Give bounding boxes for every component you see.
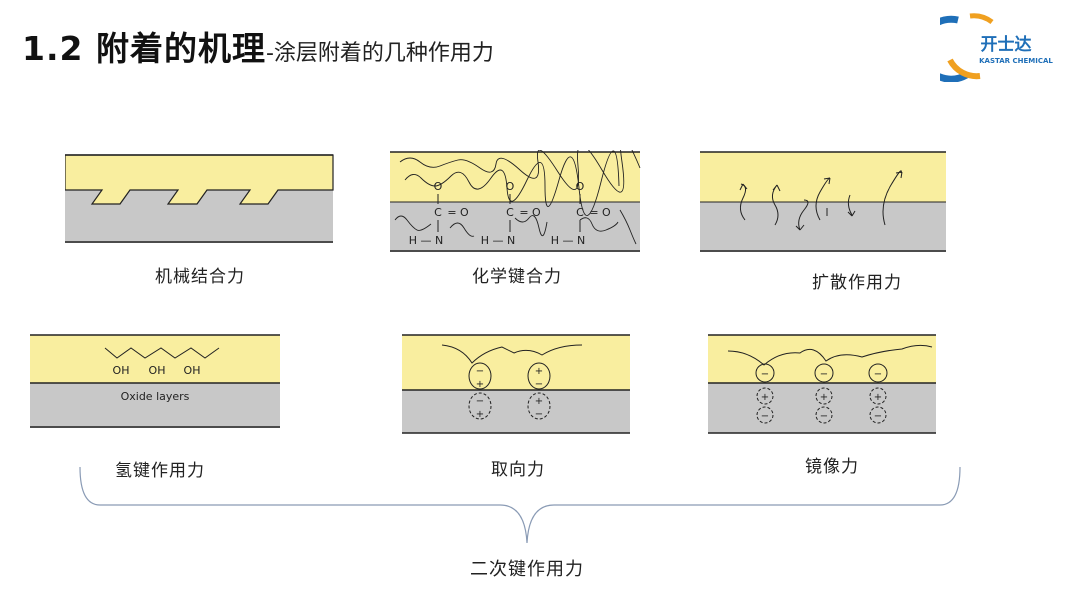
logo-text: 开士达 <box>981 34 1032 55</box>
logo-arc-blue-icon <box>940 15 970 82</box>
svg-text:= O: = O <box>519 206 541 219</box>
title-main: 1.2 附着的机理 <box>22 29 266 68</box>
image-charge-set: − + − <box>755 363 775 424</box>
image-charge-set: − + − <box>814 363 834 424</box>
coating-layer <box>402 335 630 390</box>
svg-text:−: − <box>535 379 543 390</box>
substrate-layer <box>700 202 946 252</box>
svg-text:= O: = O <box>447 206 469 219</box>
polymer-chain <box>104 347 220 359</box>
substrate-layer <box>708 383 936 433</box>
dipole-pair: + − + − <box>527 362 551 420</box>
hydrogen-bond-diagram: OH OH OH Oxide layers <box>30 334 280 428</box>
bond-group: O C = O H — N <box>551 180 611 247</box>
polymer-chain <box>727 344 933 366</box>
svg-text:H — N: H — N <box>409 234 444 247</box>
svg-text:−: − <box>874 411 882 422</box>
svg-text:H — N: H — N <box>551 234 586 247</box>
orientation-force-diagram: − + − + + − + − <box>402 334 630 434</box>
polymer-chain <box>441 344 583 364</box>
svg-text:−: − <box>874 369 882 380</box>
svg-text:= O: = O <box>589 206 611 219</box>
image-charge-set: − + − <box>868 363 888 424</box>
caption-hydrogen: 氢键作用力 <box>115 461 205 481</box>
svg-text:H — N: H — N <box>481 234 516 247</box>
svg-text:O: O <box>506 180 515 193</box>
substrate-layer <box>402 390 630 433</box>
svg-text:+: + <box>476 379 484 390</box>
svg-text:+: + <box>761 392 769 403</box>
svg-text:O: O <box>576 180 585 193</box>
svg-text:−: − <box>820 369 828 380</box>
grouping-brace-icon <box>79 466 961 544</box>
svg-text:−: − <box>761 411 769 422</box>
substrate-chain <box>394 209 637 245</box>
caption-secondary-bonds: 二次键作用力 <box>470 559 584 580</box>
svg-text:−: − <box>761 369 769 380</box>
svg-text:−: − <box>476 366 484 377</box>
oh-label: OH <box>113 364 130 377</box>
substrate-layer <box>390 202 640 252</box>
svg-text:C: C <box>576 206 584 219</box>
logo-arc-orange-top-icon <box>969 13 994 25</box>
title-subtitle: -涂层附着的几种作用力 <box>265 41 494 66</box>
polymer-chain <box>404 150 620 216</box>
dipole-pair: − + − + <box>468 362 492 420</box>
polymer-chain <box>399 150 641 193</box>
coating-layer <box>700 152 946 202</box>
svg-text:C: C <box>434 206 442 219</box>
caption-mechanical: 机械结合力 <box>155 267 245 287</box>
svg-text:+: + <box>476 409 484 420</box>
diffusion-arrows-icon <box>739 170 903 231</box>
bond-group: O C = O H — N <box>481 180 541 247</box>
mechanical-diagram <box>65 154 334 243</box>
svg-text:+: + <box>820 392 828 403</box>
coating-layer <box>65 154 334 205</box>
caption-chemical: 化学键合力 <box>472 267 562 287</box>
coating-layer <box>708 335 936 383</box>
oh-label: OH <box>184 364 201 377</box>
image-force-diagram: − + − − + − − + − <box>708 334 936 434</box>
oxide-layers-label: Oxide layers <box>121 390 190 403</box>
chemical-bond-diagram: O C = O H — N O C = O H — N O C = O H — … <box>390 150 641 252</box>
logo-arc-orange-icon <box>947 58 981 80</box>
oh-label: OH <box>149 364 166 377</box>
svg-text:+: + <box>535 396 543 407</box>
svg-text:−: − <box>476 396 484 407</box>
svg-text:−: − <box>535 409 543 420</box>
svg-text:−: − <box>820 411 828 422</box>
svg-text:C: C <box>506 206 514 219</box>
coating-layer <box>30 335 280 383</box>
caption-orientation: 取向力 <box>491 460 545 480</box>
logo-subtext: KASTAR CHEMICAL <box>979 57 1053 65</box>
substrate-layer <box>30 383 280 428</box>
caption-diffusion: 扩散作用力 <box>812 273 902 293</box>
svg-text:+: + <box>874 392 882 403</box>
svg-text:O: O <box>434 180 443 193</box>
slide-title: 1.2 附着的机理-涂层附着的几种作用力 <box>22 22 494 70</box>
caption-image-force: 镜像力 <box>805 457 859 477</box>
diffusion-diagram <box>700 151 946 252</box>
bond-group: O C = O H — N <box>409 180 469 247</box>
kastar-logo: 开士达 KASTAR CHEMICAL <box>940 13 1053 82</box>
svg-text:+: + <box>535 366 543 377</box>
